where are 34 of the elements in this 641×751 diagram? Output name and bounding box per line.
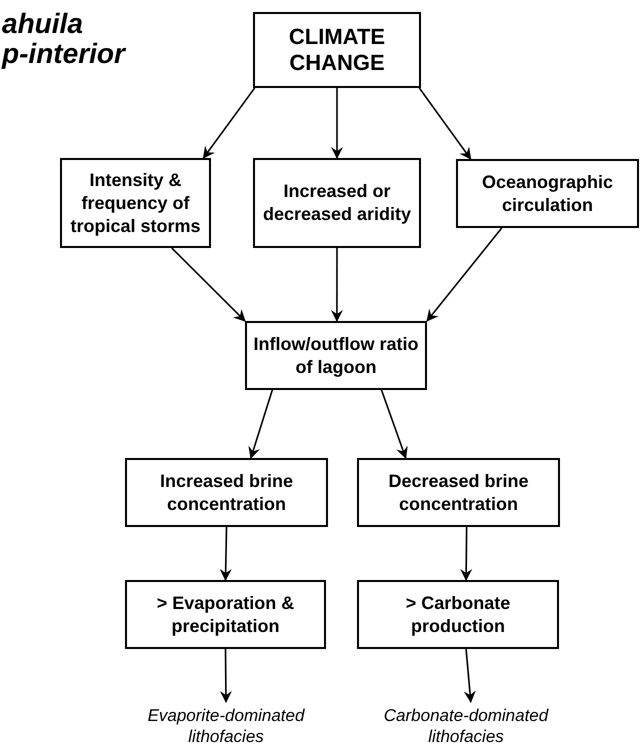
box-label: Decreased brine concentration: [387, 470, 530, 516]
heading-text: ahuila: [2, 10, 83, 38]
box-label: Increased brine concentration: [158, 470, 294, 516]
process-box: [456, 159, 639, 228]
arrow: [460, 527, 472, 581]
arrow: [418, 88, 472, 160]
arrow: [220, 649, 232, 703]
process-box: [125, 458, 328, 527]
arrow: [426, 228, 502, 322]
process-box: [253, 158, 421, 248]
arrow: [202, 88, 256, 159]
arrow: [171, 247, 246, 322]
process-box: [357, 458, 560, 527]
box-label: > Evaporation & precipitation: [156, 592, 296, 638]
arrow: [220, 526, 232, 581]
arrow: [330, 248, 343, 322]
outcome-text: Evaporite-dominated lithofacies: [146, 705, 306, 747]
heading-text: p-interior: [2, 40, 125, 68]
box-label: Oceanographic circulation: [480, 170, 614, 216]
arrow: [464, 648, 476, 703]
box-label: CLIMATE CHANGE: [288, 24, 386, 76]
box-label: Increased or decreased aridity: [262, 180, 412, 226]
box-label: > Carbonate production: [404, 592, 512, 638]
box-label: Intensity & frequency of tropical storms: [69, 168, 202, 238]
arrow: [248, 390, 274, 459]
outcome-text: Carbonate-dominated lithofacies: [382, 705, 550, 747]
process-box: [60, 158, 211, 248]
arrow: [380, 390, 408, 459]
arrow: [331, 88, 343, 159]
process-box: [125, 580, 326, 649]
process-box: [253, 12, 421, 88]
process-box: [357, 580, 559, 649]
box-label: Inflow/outflow ratio of lagoon: [252, 332, 420, 378]
process-box: [245, 321, 427, 390]
